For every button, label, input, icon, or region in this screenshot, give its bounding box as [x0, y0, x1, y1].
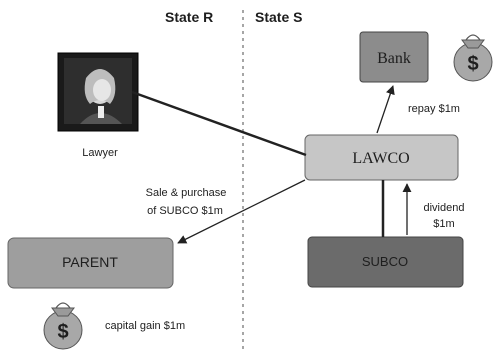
dividend-label-line1: dividend [424, 202, 465, 214]
sale-label-line2: of SUBCO $1m [147, 205, 223, 217]
lawyer-lawco-line [131, 90, 307, 157]
subco-box [307, 236, 464, 288]
lawyer-portrait-icon [57, 52, 139, 132]
repay-arrow [376, 85, 395, 134]
bank-label: Bank [377, 50, 411, 67]
subco-label: SUBCO [362, 254, 408, 269]
sale-label-line1: Sale & purchase [146, 187, 227, 199]
repay-label: repay $1m [408, 103, 460, 115]
capital-gain-label: capital gain $1m [105, 320, 185, 332]
state-s-label: State S [255, 9, 302, 25]
state-r-label: State R [165, 9, 213, 25]
lawco-box [304, 134, 459, 181]
money-bag-icon-bottom: $ [43, 302, 83, 350]
sale-arrow [177, 179, 306, 244]
parent-label: PARENT [62, 254, 118, 270]
dividend-label-line2: $1m [433, 218, 454, 230]
lawco-label: LAWCO [352, 150, 409, 167]
svg-text:$: $ [467, 53, 478, 75]
lawyer-label: Lawyer [82, 147, 118, 159]
parent-box [7, 237, 174, 289]
money-bag-icon: $ [453, 34, 493, 82]
svg-text:$: $ [57, 321, 68, 343]
bank-box [359, 31, 429, 83]
